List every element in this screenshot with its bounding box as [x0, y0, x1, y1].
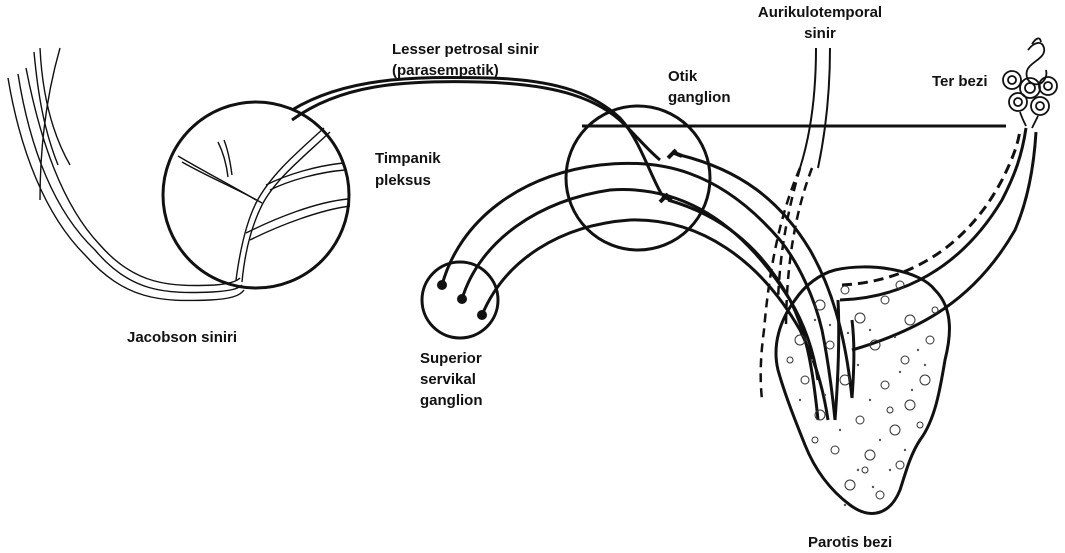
label-otik-line1: Otik: [668, 68, 698, 85]
superior-cervical-ganglion: [422, 262, 498, 338]
label-aurikulo-line1: Aurikulotemporal: [758, 4, 882, 21]
sympathetic-fibers: [442, 163, 835, 420]
label-aurikulo-line2: sinir: [804, 25, 836, 42]
parotid-texture: [787, 281, 938, 499]
label-parotis: Parotis bezi: [808, 534, 892, 551]
tympanic-plexus: [163, 102, 350, 288]
label-ter-bezi: Ter bezi: [932, 73, 988, 90]
label-superior-line2: servikal: [420, 371, 476, 388]
label-lesser-petrosal-line1: Lesser petrosal sinir: [392, 41, 539, 58]
label-superior-line1: Superior: [420, 350, 482, 367]
sweat-gland-coil: [1003, 38, 1057, 128]
auriculotemporal-nerve: [761, 48, 830, 400]
label-timpanik-line2: pleksus: [375, 172, 431, 189]
label-lesser-petrosal-line2: (parasempatik): [392, 62, 499, 79]
label-timpanik-line1: Timpanik: [375, 150, 441, 167]
label-otik-line2: ganglion: [668, 89, 731, 106]
jacobson-nerve: [8, 48, 244, 300]
label-jacobson: Jacobson siniri: [127, 329, 237, 346]
parotid-gland: [776, 267, 949, 514]
fibers-to-sweat-gland: [840, 128, 1036, 350]
label-superior-line3: ganglion: [420, 392, 483, 409]
